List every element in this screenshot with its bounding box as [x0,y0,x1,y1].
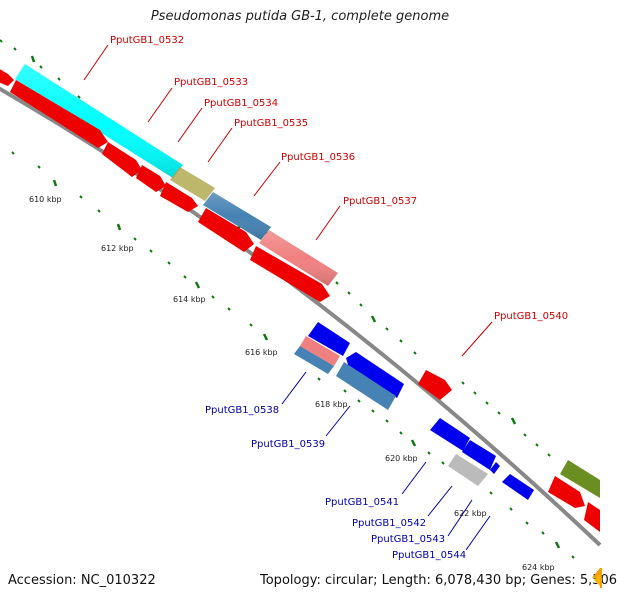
gene-red-f[interactable] [250,246,330,302]
gene-label-0536[interactable]: PputGB1_0536 [281,152,355,163]
gene-khaki-0534[interactable] [170,167,215,201]
bottom-gene-labels: PputGB1_0538 PputGB1_0539 PputGB1_0541 P… [205,405,466,561]
kbp-label-624: 624 kbp [522,563,555,572]
gene-red-c[interactable] [136,165,166,192]
gene-blue-small[interactable] [490,462,500,474]
gene-label-0537[interactable]: PputGB1_0537 [343,196,417,207]
kbp-label-622: 622 kbp [454,509,487,518]
gene-red-0531[interactable] [0,68,14,86]
gene-grey-0543[interactable] [448,454,488,486]
gene-label-0532[interactable]: PputGB1_0532 [110,35,184,46]
gene-label-0538[interactable]: PputGB1_0538 [205,405,279,416]
gene-label-0533[interactable]: PputGB1_0533 [174,77,248,88]
gene-blue-a[interactable] [308,322,350,356]
reverse-strand-genes [294,322,534,500]
gene-red-g[interactable] [548,476,585,508]
kbp-labels: 610 kbp 612 kbp 614 kbp 616 kbp 618 kbp … [29,195,555,572]
topology-text: Topology: circular; Length: 6,078,430 bp… [260,573,617,588]
gene-blue-0544[interactable] [502,474,534,500]
bottom-leader-lines [281,371,491,551]
gene-label-0542[interactable]: PputGB1_0542 [352,518,426,529]
kbp-label-612: 612 kbp [101,244,134,253]
accession-text: Accession: NC_010322 [8,573,156,588]
gene-red-0540[interactable] [418,370,452,400]
kbp-label-614: 614 kbp [173,295,206,304]
gene-label-0543[interactable]: PputGB1_0543 [371,534,445,545]
top-leader-lines [83,44,493,357]
gene-shading [15,64,338,286]
gene-steelblue-0539[interactable] [336,362,396,410]
navigation-arrow-icon[interactable] [588,566,602,590]
genome-map-canvas[interactable]: PputGB1_0532 PputGB1_0533 PputGB1_0534 P… [0,0,602,600]
gene-red-d[interactable] [160,182,198,212]
inner-red-genes [10,80,600,532]
gene-blue-0542[interactable] [462,440,496,470]
gene-red-a[interactable] [10,80,108,148]
gene-label-0544[interactable]: PputGB1_0544 [392,550,466,561]
kbp-label-610: 610 kbp [29,195,62,204]
gene-olive-0545[interactable] [560,460,600,498]
gene-label-0534[interactable]: PputGB1_0534 [204,98,278,109]
inner-tick-ring [11,151,575,559]
gene-label-0541[interactable]: PputGB1_0541 [325,497,399,508]
gene-steelblue-0538[interactable] [294,346,334,374]
gene-blue-b[interactable] [346,352,404,398]
map-title: Pseudomonas putida GB-1, complete genome [150,9,450,24]
gene-red-b[interactable] [102,142,142,177]
gene-red-h[interactable] [584,502,600,532]
kbp-label-620: 620 kbp [385,454,418,463]
gene-red-e[interactable] [198,208,254,252]
gene-blue-0541[interactable] [430,418,470,451]
gene-label-0535[interactable]: PputGB1_0535 [234,118,308,129]
kbp-label-616: 616 kbp [245,348,278,357]
top-gene-labels: PputGB1_0532 PputGB1_0533 PputGB1_0534 P… [110,35,568,322]
gene-pink-0538[interactable] [300,336,340,366]
gene-label-0540[interactable]: PputGB1_0540 [494,311,568,322]
kbp-label-618: 618 kbp [315,400,348,409]
gene-label-0539[interactable]: PputGB1_0539 [251,439,325,450]
